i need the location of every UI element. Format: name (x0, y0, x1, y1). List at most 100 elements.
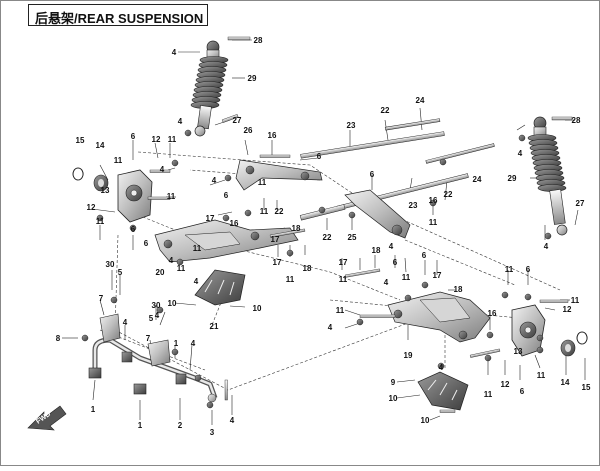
callout-11: 11 (167, 192, 176, 201)
callout-21: 21 (210, 322, 219, 331)
callout-26: 26 (244, 126, 253, 135)
left-shock-absorber (190, 36, 251, 137)
callout-11: 11 (177, 264, 186, 273)
callout-24: 24 (416, 96, 425, 105)
callout-4: 4 (169, 256, 174, 265)
callout-6: 6 (317, 152, 322, 161)
callout-28: 28 (572, 116, 581, 125)
callout-10: 10 (168, 299, 177, 308)
callout-6: 6 (526, 265, 531, 274)
callout-17: 17 (206, 214, 215, 223)
callout-10: 10 (389, 394, 398, 403)
callout-18: 18 (372, 246, 381, 255)
callout-11: 11 (96, 217, 105, 226)
lower-right-arm (387, 291, 491, 343)
callout-4: 4 (389, 242, 394, 251)
callout-11: 11 (484, 390, 493, 399)
callout-1: 1 (138, 421, 143, 430)
stabilizer-bar (88, 337, 218, 403)
callout-23: 23 (347, 121, 356, 130)
callout-22: 22 (444, 190, 453, 199)
callout-4: 4 (178, 117, 183, 126)
callout-6: 6 (131, 225, 136, 234)
callout-6: 6 (224, 191, 229, 200)
callout-19: 19 (404, 351, 413, 360)
callout-16: 16 (488, 309, 497, 318)
callout-16: 16 (429, 196, 438, 205)
callout-20: 20 (156, 268, 165, 277)
callout-1: 1 (91, 405, 96, 414)
callout-27: 27 (576, 199, 585, 208)
forward-direction-arrow: FWD (27, 405, 67, 431)
upper-right-arm (344, 189, 411, 239)
callout-27: 27 (233, 116, 242, 125)
callout-23: 23 (409, 201, 418, 210)
callout-11: 11 (402, 273, 411, 282)
callout-6: 6 (144, 239, 149, 248)
callout-1: 1 (174, 339, 179, 348)
guard-plate-right (417, 371, 469, 411)
callout-6: 6 (393, 258, 398, 267)
callout-29: 29 (248, 74, 257, 83)
callout-22: 22 (275, 207, 284, 216)
callout-15: 15 (76, 136, 85, 145)
callout-12: 12 (563, 305, 572, 314)
upper-left-arm (235, 159, 323, 191)
callout-11: 11 (193, 244, 202, 253)
callout-4: 4 (155, 311, 160, 320)
callout-3: 3 (210, 428, 215, 437)
callout-18: 18 (292, 224, 301, 233)
callout-5: 5 (118, 268, 123, 277)
callout-2: 2 (178, 421, 183, 430)
callout-11: 11 (168, 135, 177, 144)
callout-4: 4 (544, 242, 549, 251)
callout-17: 17 (433, 271, 442, 280)
callout-16: 16 (268, 131, 277, 140)
callout-4: 4 (518, 149, 523, 158)
callout-11: 11 (429, 218, 438, 227)
callout-11: 11 (286, 275, 295, 284)
guard-plate-left (194, 269, 246, 306)
callout-28: 28 (254, 36, 263, 45)
callout-15: 15 (582, 383, 591, 392)
callout-4: 4 (384, 278, 389, 287)
callout-11: 11 (571, 296, 580, 305)
callout-30: 30 (106, 260, 115, 269)
bushings-nuts (96, 129, 552, 409)
right-knuckle (511, 304, 588, 357)
callout-7: 7 (99, 294, 104, 303)
lower-left-arm (154, 219, 299, 263)
callout-6: 6 (520, 387, 525, 396)
stabilizer-brackets (81, 313, 171, 367)
callout-30: 30 (152, 301, 161, 310)
callout-12: 12 (501, 380, 510, 389)
callout-11: 11 (260, 207, 269, 216)
callout-14: 14 (561, 378, 570, 387)
callout-7: 7 (146, 334, 151, 343)
callout-25: 25 (348, 233, 357, 242)
callout-29: 29 (508, 174, 517, 183)
callout-22: 22 (381, 106, 390, 115)
callout-4: 4 (172, 48, 177, 57)
callout-5: 5 (149, 314, 154, 323)
callout-11: 11 (114, 156, 123, 165)
callout-11: 11 (505, 265, 514, 274)
callout-13: 13 (514, 347, 523, 356)
callout-4: 4 (160, 165, 165, 174)
callout-18: 18 (454, 285, 463, 294)
callout-4: 4 (328, 323, 333, 332)
upper-long-rods (299, 118, 495, 221)
callout-14: 14 (96, 141, 105, 150)
callout-4: 4 (123, 318, 128, 327)
callout-11: 11 (339, 275, 348, 284)
callout-4: 4 (439, 363, 444, 372)
callout-4: 4 (212, 176, 217, 185)
callout-4: 4 (230, 416, 235, 425)
callout-22: 22 (323, 233, 332, 242)
callout-11: 11 (258, 178, 267, 187)
callout-11: 11 (336, 306, 345, 315)
callout-6: 6 (422, 251, 427, 260)
callout-24: 24 (473, 175, 482, 184)
